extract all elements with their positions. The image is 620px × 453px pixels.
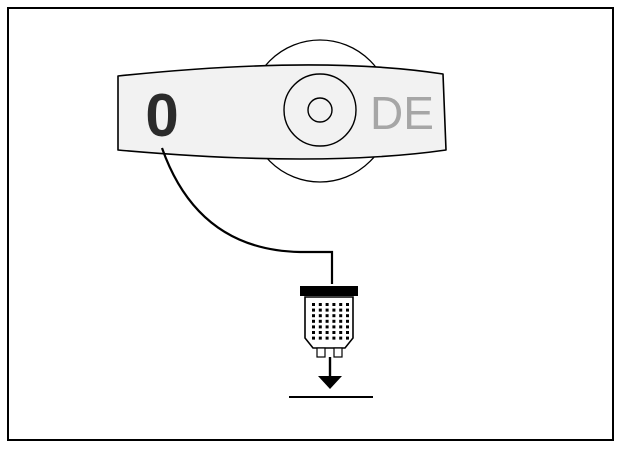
nozzle-dot xyxy=(339,314,343,318)
nozzle-dot xyxy=(339,303,343,306)
diagram-frame xyxy=(7,7,614,441)
nozzle-dot xyxy=(325,319,329,323)
nozzle-dot xyxy=(346,314,349,318)
nozzle-dot xyxy=(318,303,322,306)
nozzle-dot xyxy=(332,331,336,334)
nozzle-dot xyxy=(325,314,329,318)
nozzle-dot xyxy=(312,325,315,329)
nozzle-dot xyxy=(312,303,315,306)
down-arrow-icon xyxy=(318,357,342,389)
nozzle-dot xyxy=(346,331,349,334)
lever-hub-outer xyxy=(283,73,357,147)
nozzle-dot xyxy=(325,331,329,334)
nozzle-dot xyxy=(346,303,349,306)
nozzle-dot xyxy=(332,303,336,306)
spray-nozzle-icon xyxy=(300,286,358,358)
nozzle-dot xyxy=(312,308,315,312)
lever-hub-inner xyxy=(307,97,333,123)
nozzle-dot xyxy=(318,331,322,334)
nozzle-dot xyxy=(332,319,336,323)
nozzle-tip-left xyxy=(316,347,326,358)
nozzle-dot xyxy=(332,308,336,312)
nozzle-tip-right xyxy=(333,347,343,358)
nozzle-dot xyxy=(318,308,322,312)
nozzle-dot xyxy=(312,336,315,340)
nozzle-dot xyxy=(346,325,349,329)
nozzle-dot xyxy=(339,308,343,312)
nozzle-dot xyxy=(318,319,322,323)
nozzle-dot xyxy=(339,331,343,334)
nozzle-dot xyxy=(346,319,349,323)
rotary-lever-icon: 0 DE xyxy=(117,39,447,183)
connection-line xyxy=(160,147,334,284)
nozzle-dot xyxy=(332,325,336,329)
nozzle-dot xyxy=(332,336,336,340)
nozzle-dot-grid xyxy=(312,303,349,340)
nozzle-dot xyxy=(346,336,349,340)
nozzle-dot xyxy=(318,325,322,329)
nozzle-cap xyxy=(300,286,358,296)
nozzle-dot xyxy=(325,336,329,340)
nozzle-dot xyxy=(332,314,336,318)
lever-left-label: 0 xyxy=(145,82,178,149)
nozzle-dot xyxy=(318,336,322,340)
lever-handle xyxy=(117,64,447,160)
nozzle-dot xyxy=(339,319,343,323)
nozzle-dot xyxy=(318,314,322,318)
nozzle-dot xyxy=(346,308,349,312)
nozzle-dot xyxy=(325,308,329,312)
nozzle-dot xyxy=(325,325,329,329)
lever-right-label: DE xyxy=(370,87,434,139)
nozzle-dot xyxy=(325,303,329,306)
nozzle-dot xyxy=(312,319,315,323)
nozzle-dot xyxy=(312,331,315,334)
nozzle-dot xyxy=(339,336,343,340)
nozzle-dot xyxy=(312,314,315,318)
nozzle-dot xyxy=(339,325,343,329)
arrow-head xyxy=(318,376,342,389)
